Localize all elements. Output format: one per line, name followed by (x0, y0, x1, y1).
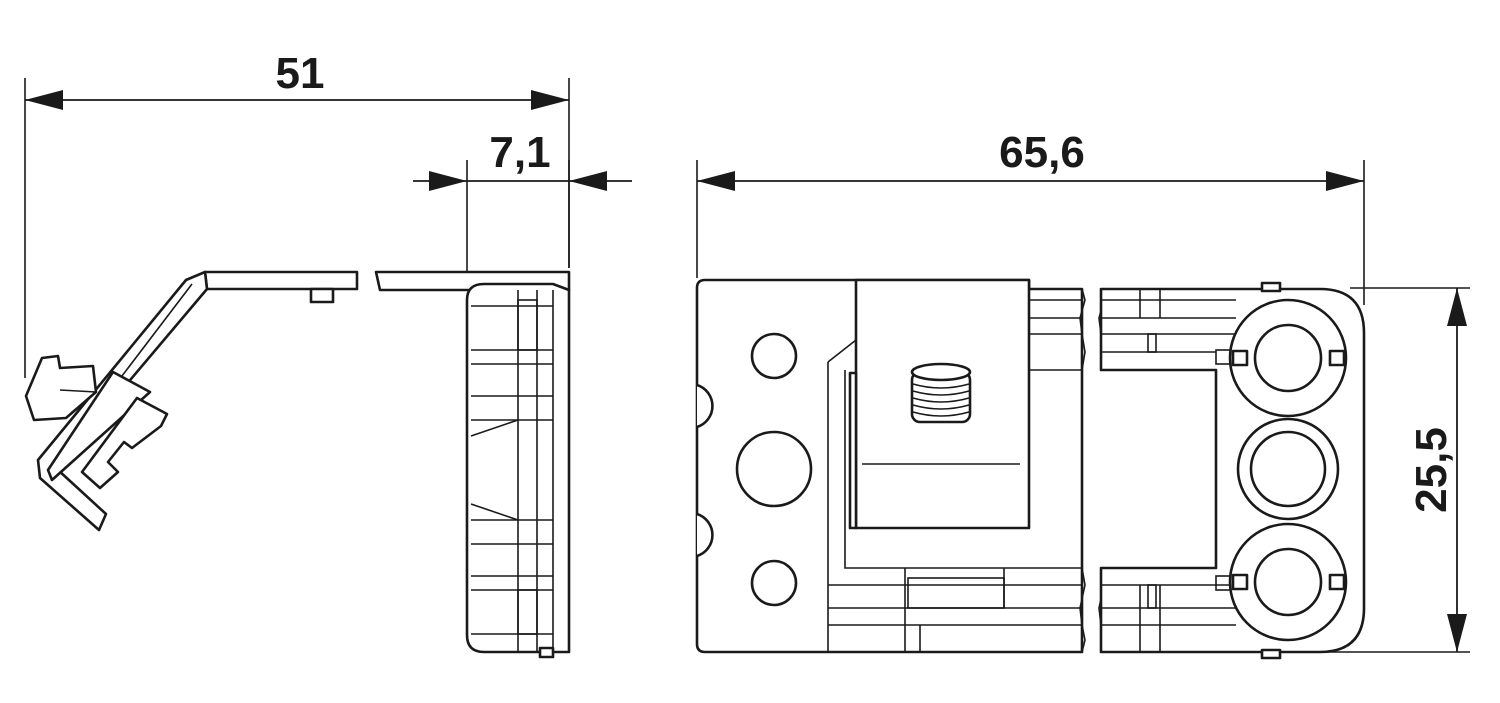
dimension-label-51: 51 (276, 49, 325, 98)
screw-icon (910, 362, 972, 424)
dimension-label-65-6: 65,6 (999, 128, 1085, 177)
front-view (695, 270, 1366, 665)
dimension-label-7-1: 7,1 (489, 128, 550, 177)
cable-hole-top (1228, 298, 1348, 418)
dimension-7-1: 7,1 (413, 128, 632, 290)
cable-hole-middle (1236, 417, 1340, 521)
cable-hole-bottom (1228, 522, 1348, 642)
dimension-51: 51 (24, 49, 570, 378)
narrow-side-view (465, 282, 571, 659)
dimension-65-6: 65,6 (696, 128, 1365, 305)
dimension-label-25-5: 25,5 (1407, 427, 1456, 513)
dimension-25-5: 25,5 (1290, 287, 1470, 653)
